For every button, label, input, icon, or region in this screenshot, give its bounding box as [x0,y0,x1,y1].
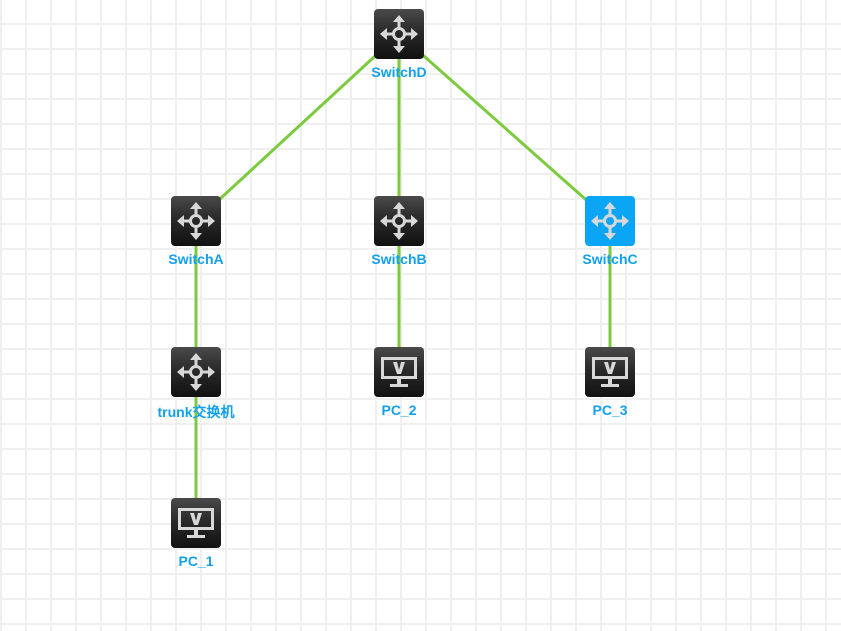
monitor-glyph [381,357,417,387]
arrows-glyph [177,353,215,391]
pc-icon[interactable] [171,498,221,548]
node-switcha[interactable]: SwitchA [168,196,224,267]
node-label: PC_1 [178,553,214,569]
node-label: PC_2 [381,402,417,418]
switch-icon[interactable] [374,196,424,246]
pc-icon[interactable] [585,347,635,397]
switch-icon[interactable] [171,196,221,246]
node-label: SwitchD [371,64,427,80]
arrows-glyph [380,15,418,53]
node-label: PC_3 [592,402,628,418]
arrows-glyph [380,202,418,240]
pc-icon[interactable] [374,347,424,397]
node-trunk-switch[interactable]: trunk交换机 [158,347,235,420]
monitor-glyph [178,508,214,538]
node-pc3[interactable]: PC_3 [585,347,635,418]
link-switchD-switchA[interactable] [194,32,401,223]
node-switchc[interactable]: SwitchC [582,196,638,267]
arrows-glyph [591,202,629,240]
link-switchD-switchC[interactable] [398,32,611,223]
node-pc1[interactable]: PC_1 [171,498,221,569]
node-label: trunk交换机 [157,404,235,420]
arrows-glyph [177,202,215,240]
node-pc2[interactable]: PC_2 [374,347,424,418]
switch-icon[interactable] [585,196,635,246]
node-label: SwitchB [371,251,427,267]
node-label: SwitchC [582,251,638,267]
node-switchd[interactable]: SwitchD [371,9,427,80]
monitor-glyph [592,357,628,387]
node-label: SwitchA [168,251,224,267]
node-switchb[interactable]: SwitchB [371,196,427,267]
switch-icon[interactable] [374,9,424,59]
switch-icon[interactable] [171,347,221,397]
